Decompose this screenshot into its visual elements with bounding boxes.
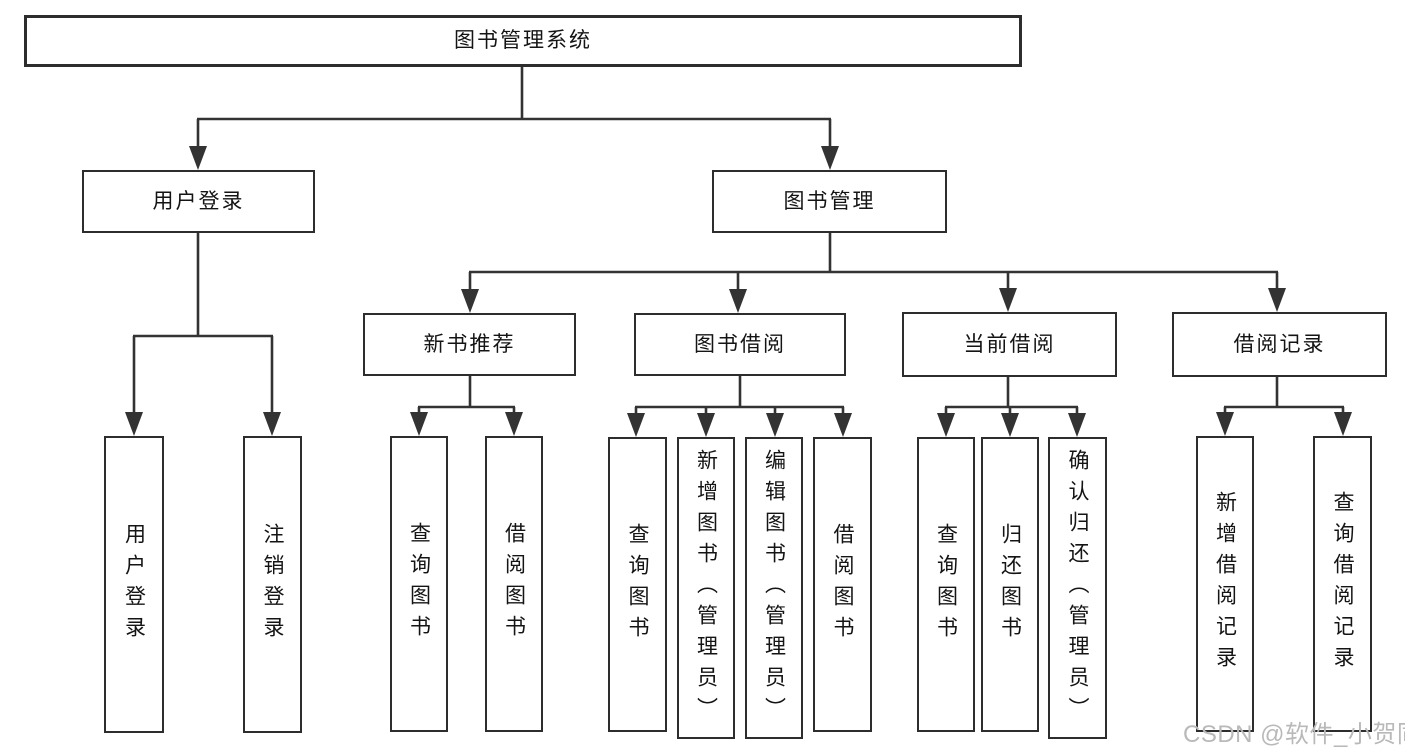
node-leaf-return-books-label: 归还图书 [998,522,1022,647]
node-leaf-logout: 注销登录 [243,436,302,733]
node-borrow-records: 借阅记录 [1172,312,1387,377]
arrowhead-down-icon [1268,288,1286,312]
node-system-root: 图书管理系统 [24,15,1022,67]
node-leaf-user-login-label: 用户登录 [122,522,146,647]
node-leaf-confirm-return-admin: 确认归还（管理员） [1048,437,1107,739]
csdn-watermark: CSDN @软件_小贺同学 [1183,721,1405,747]
node-book-management: 图书管理 [712,170,947,233]
node-leaf-borrow-books-2: 借阅图书 [813,437,872,732]
node-leaf-borrow-books-1-label: 借阅图书 [502,522,526,646]
node-leaf-query-books-1-label: 查询图书 [407,522,431,646]
arrowhead-down-icon [697,413,715,437]
arrowhead-down-icon [461,289,479,313]
node-leaf-edit-books-admin: 编辑图书（管理员） [745,437,803,739]
arrowhead-down-icon [937,413,955,437]
node-leaf-user-login: 用户登录 [104,436,164,733]
node-leaf-confirm-return-admin-label: 确认归还（管理员） [1066,448,1089,728]
node-leaf-query-books-1: 查询图书 [390,436,448,732]
node-leaf-borrow-books-1: 借阅图书 [485,436,543,732]
node-system-root-label: 图书管理系统 [454,29,592,53]
arrowhead-down-icon [1068,413,1086,437]
node-leaf-query-books-3: 查询图书 [917,437,975,732]
node-leaf-query-borrow-record: 查询借阅记录 [1313,436,1372,732]
arrowhead-down-icon [1334,412,1352,436]
node-current-borrowing-label: 当前借阅 [963,332,1056,356]
node-book-management-label: 图书管理 [783,189,876,213]
node-new-book-recommend: 新书推荐 [363,313,576,376]
node-leaf-query-books-3-label: 查询图书 [934,522,958,647]
arrowhead-down-icon [263,412,281,436]
arrowhead-down-icon [189,146,207,170]
node-leaf-edit-books-admin-label: 编辑图书（管理员） [762,448,786,728]
node-borrow-records-label: 借阅记录 [1233,332,1326,356]
node-user-login-label: 用户登录 [152,189,245,213]
arrowhead-down-icon [125,412,143,436]
arrowhead-down-icon [410,412,428,436]
node-leaf-add-books-admin: 新增图书（管理员） [677,437,735,739]
arrowhead-down-icon [505,412,523,436]
node-leaf-query-borrow-record-label: 查询借阅记录 [1331,491,1354,677]
arrowhead-down-icon [729,289,747,313]
node-user-login: 用户登录 [82,170,315,233]
node-leaf-query-books-2: 查询图书 [608,437,667,732]
arrowhead-down-icon [834,413,852,437]
arrowhead-down-icon [1001,413,1019,437]
node-leaf-add-borrow-record: 新增借阅记录 [1196,436,1254,732]
node-leaf-borrow-books-2-label: 借阅图书 [831,522,854,647]
node-book-borrowing: 图书借阅 [634,313,846,376]
arrowhead-down-icon [766,413,784,437]
node-current-borrowing: 当前借阅 [902,312,1117,377]
arrowhead-down-icon [999,288,1017,312]
arrowhead-down-icon [1216,412,1234,436]
node-leaf-logout-label: 注销登录 [261,522,284,647]
node-leaf-return-books: 归还图书 [981,437,1039,732]
node-leaf-query-books-2-label: 查询图书 [626,522,649,647]
node-leaf-add-books-admin-label: 新增图书（管理员） [694,448,718,728]
arrowhead-down-icon [821,146,839,170]
node-book-borrowing-label: 图书借阅 [694,332,786,356]
arrowhead-down-icon [627,413,645,437]
node-new-book-recommend-label: 新书推荐 [423,332,516,356]
node-leaf-add-borrow-record-label: 新增借阅记录 [1213,491,1237,677]
